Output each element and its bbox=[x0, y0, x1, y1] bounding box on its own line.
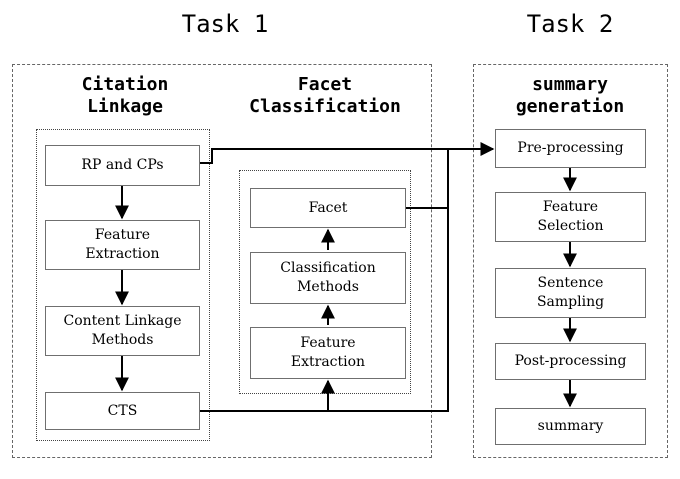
task1-container bbox=[12, 64, 432, 458]
sentence-sampling-box: Sentence Sampling bbox=[495, 268, 646, 318]
task2-title: Task 2 bbox=[526, 10, 614, 38]
summary-generation-title: summary generation bbox=[515, 74, 625, 117]
line-cts-to-merge bbox=[200, 149, 449, 412]
classification-methods-box: Classification Methods bbox=[250, 252, 406, 304]
content-linkage-methods-box: Content Linkage Methods bbox=[45, 306, 200, 356]
feature-extraction-box: Feature Extraction bbox=[45, 220, 200, 270]
facet-box: Facet bbox=[250, 188, 406, 228]
cts-box: CTS bbox=[45, 392, 200, 430]
arrow-rp-to-preprocessing bbox=[200, 142, 495, 164]
facet-classification-title: Facet Classification bbox=[249, 74, 401, 117]
task1-title: Task 1 bbox=[181, 10, 269, 38]
pre-processing-box: Pre-processing bbox=[495, 129, 646, 168]
facet-feature-extraction-box: Feature Extraction bbox=[250, 327, 406, 379]
feature-selection-box: Feature Selection bbox=[495, 192, 646, 242]
rp-and-cps-box: RP and CPs bbox=[45, 145, 200, 186]
task2-container bbox=[473, 64, 668, 458]
citation-linkage-title: Citation Linkage bbox=[81, 74, 169, 117]
citation-linkage-group bbox=[36, 129, 210, 441]
post-processing-box: Post-processing bbox=[495, 343, 646, 380]
summary-box: summary bbox=[495, 408, 646, 445]
